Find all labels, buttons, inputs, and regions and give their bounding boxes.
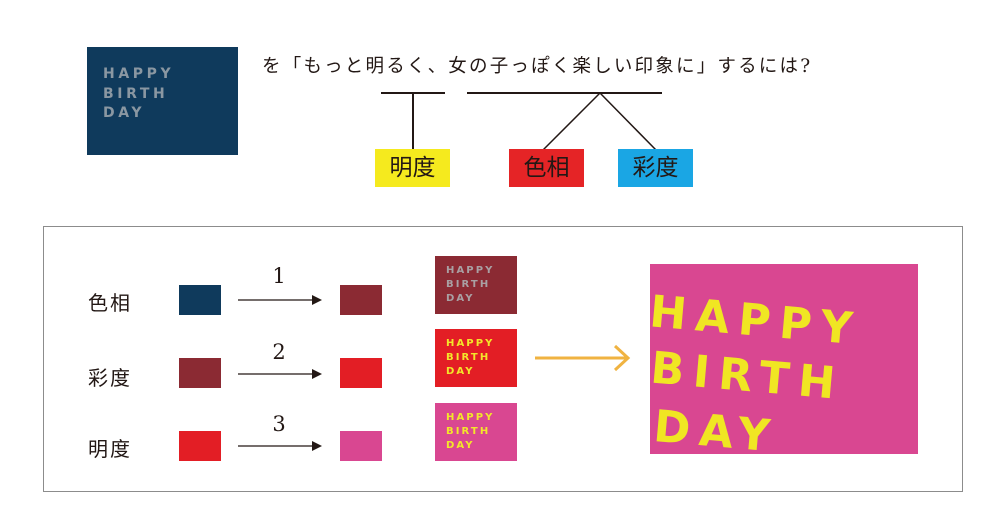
card-line: DAY [446, 366, 475, 377]
step-arrow-2 [238, 369, 322, 379]
card-line: HAPPY [103, 66, 175, 82]
step-number-2: 2 [272, 340, 286, 364]
card-line: BIRTH [446, 279, 491, 290]
bracket-playful-top [467, 92, 662, 94]
step-arrow-1 [238, 295, 322, 305]
result-line-2: BIRTH [650, 342, 847, 411]
row-label-saturation: 彩度 [88, 366, 132, 390]
tag-brightness: 明度 [375, 149, 450, 187]
steps-panel [43, 226, 963, 492]
swatch-from-3 [179, 431, 221, 461]
step-number-3: 3 [272, 412, 286, 436]
bracket-brightness-stem [412, 92, 414, 149]
card-line: DAY [103, 105, 146, 121]
sample-card-brightness: HAPPY BIRTH DAY [435, 403, 517, 461]
result-line-3: DAY [651, 401, 781, 454]
step-arrow-3 [238, 441, 322, 451]
card-line: BIRTH [103, 85, 169, 102]
result-card: HAPPY BIRTH DAY [650, 264, 918, 454]
question-text: を「もっと明るく、女の子っぽく楽しい印象に」するには? [262, 56, 813, 77]
result-arrow [535, 344, 631, 372]
row-label-brightness: 明度 [88, 437, 132, 461]
swatch-from-1 [179, 285, 221, 315]
card-line: HAPPY [446, 265, 495, 276]
row-label-hue: 色相 [88, 291, 132, 315]
swatch-to-2 [340, 358, 382, 388]
swatch-to-3 [340, 431, 382, 461]
swatch-to-1 [340, 285, 382, 315]
step-number-1: 1 [272, 264, 286, 288]
original-card: HAPPY BIRTH DAY [87, 47, 238, 155]
sample-card-saturation: HAPPY BIRTH DAY [435, 329, 517, 387]
sample-card-hue: HAPPY BIRTH DAY [435, 256, 517, 314]
card-line: BIRTH [446, 352, 491, 363]
swatch-from-2 [179, 358, 221, 388]
tag-saturation: 彩度 [618, 149, 693, 187]
tag-hue: 色相 [509, 149, 584, 187]
card-line: DAY [446, 293, 475, 304]
card-line: DAY [446, 440, 475, 451]
card-line: HAPPY [446, 338, 495, 349]
card-line: BIRTH [446, 426, 491, 437]
card-line: HAPPY [446, 412, 495, 423]
